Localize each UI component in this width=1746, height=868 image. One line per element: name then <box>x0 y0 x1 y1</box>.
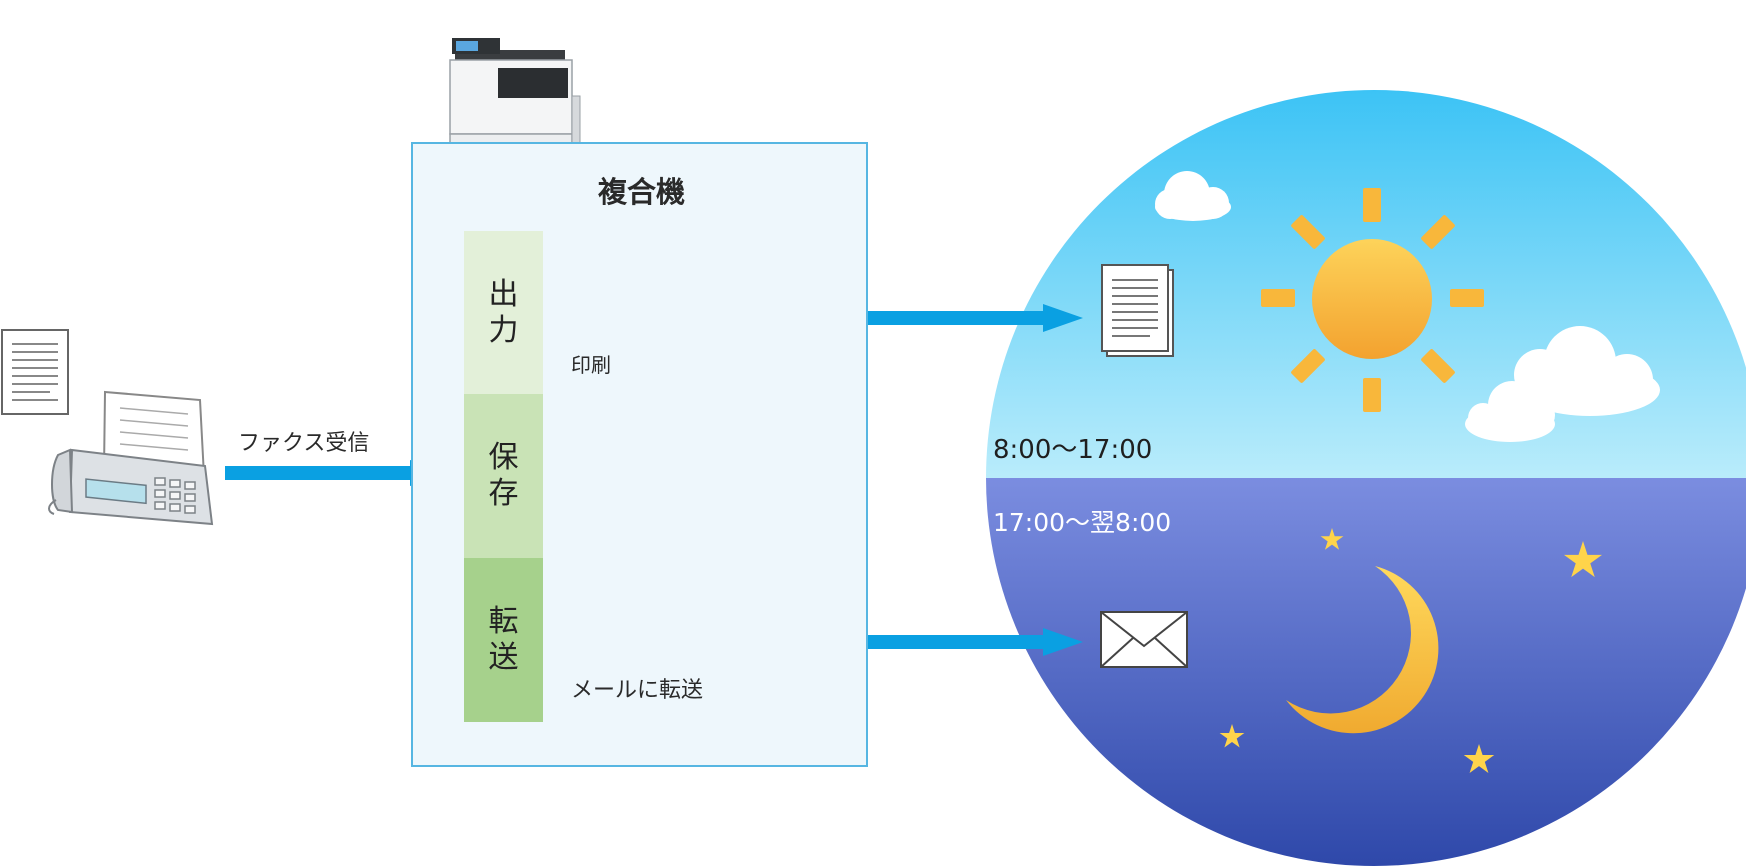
mail-forward-label: メールに転送 <box>571 678 704 703</box>
cloud-icon-large <box>1465 326 1660 442</box>
printed-document-icon <box>1101 264 1174 357</box>
received-document-icon <box>1 329 69 415</box>
output-block-char: 力 <box>488 312 519 348</box>
forward-block: 転 送 <box>464 558 543 722</box>
cloud-icon-small <box>1155 171 1231 221</box>
output-block-char: 出 <box>488 276 519 312</box>
envelope-icon <box>1100 611 1188 668</box>
mfp-label: 複合機 <box>598 175 686 209</box>
star-icon <box>1563 541 1603 578</box>
star-icon <box>1320 528 1344 550</box>
output-block: 出 力 <box>464 231 543 394</box>
moon-icon <box>1286 566 1439 734</box>
star-icon <box>1219 724 1245 748</box>
night-time-label: 17:00〜翌8:00 <box>993 508 1172 537</box>
forward-block-char: 送 <box>488 640 519 675</box>
save-block-char: 保 <box>488 440 519 475</box>
print-label: 印刷 <box>571 353 611 377</box>
star-icon <box>1463 744 1495 773</box>
save-block: 保 存 <box>464 394 543 558</box>
day-time-label: 8:00〜17:00 <box>993 435 1153 465</box>
forward-block-char: 転 <box>488 604 519 639</box>
save-block-char: 存 <box>488 476 519 511</box>
day-night-circle <box>986 90 1746 866</box>
fax-receive-label: ファクス受信 <box>238 431 370 456</box>
sun-icon <box>1261 188 1484 412</box>
fax-machine-icon <box>48 390 214 526</box>
